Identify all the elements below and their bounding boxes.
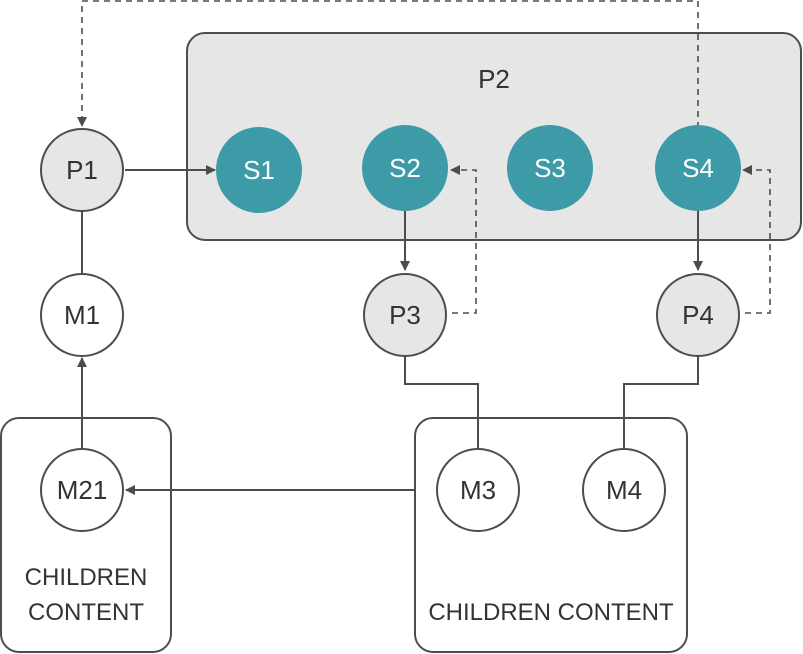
node-m21[interactable] (40, 448, 124, 532)
label-p4: P4 (682, 300, 714, 330)
label-p1: P1 (66, 155, 98, 185)
group-title: P2 (478, 64, 510, 94)
left-caption-line2: CONTENT (28, 599, 144, 626)
dashed-edge-s4-p1 (77, 0, 699, 128)
label-s3: S3 (534, 153, 566, 183)
node-s2[interactable] (362, 125, 448, 211)
label-m4: M4 (606, 475, 642, 505)
node-s4[interactable] (655, 125, 741, 211)
node-s3[interactable] (507, 125, 593, 211)
node-m4[interactable] (582, 448, 666, 532)
label-p3: P3 (389, 300, 421, 330)
label-m1: M1 (64, 300, 100, 330)
node-p4[interactable] (656, 273, 740, 357)
node-p3[interactable] (363, 273, 447, 357)
edge-p3-m3 (404, 355, 479, 448)
p2-container (186, 32, 802, 241)
node-m3[interactable] (436, 448, 520, 532)
node-m1[interactable] (40, 273, 124, 357)
node-p1[interactable] (40, 128, 124, 212)
dashed-edge-p3-s2 (450, 165, 477, 314)
label-s1: S1 (243, 155, 275, 185)
right-caption: CHILDREN CONTENT (428, 599, 674, 626)
node-s1[interactable] (216, 127, 302, 213)
dashed-edge-p4-s4 (742, 165, 771, 314)
label-m3: M3 (460, 475, 496, 505)
label-s2: S2 (389, 153, 421, 183)
label-s4: S4 (682, 153, 714, 183)
edge-p4-m4 (623, 355, 699, 448)
label-m21: M21 (57, 475, 108, 505)
left-caption-line1: CHILDREN (25, 564, 148, 591)
